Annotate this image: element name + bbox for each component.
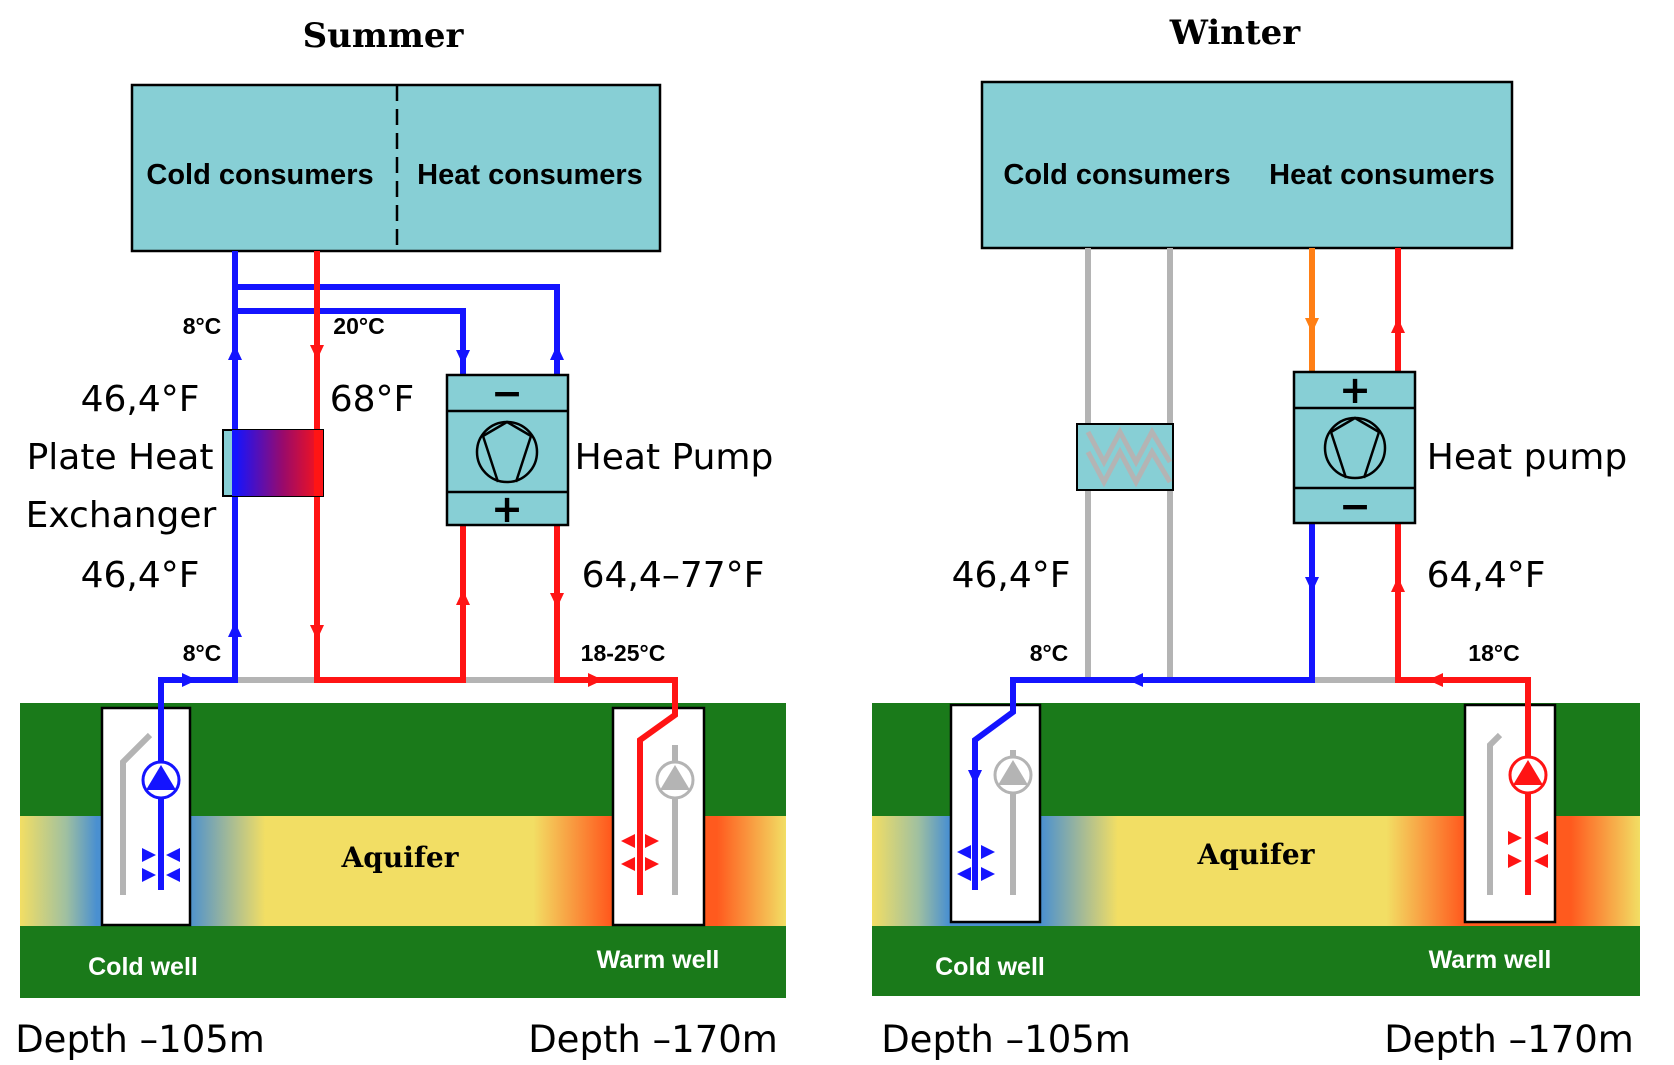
summer-temp-68f: 68°F: [330, 379, 415, 420]
summer-cold-pump-icon: [141, 760, 181, 800]
summer-ground-bottom: [20, 926, 786, 998]
summer-panel: Summer Cold consumers Heat consumers: [15, 16, 786, 1061]
winter-cold-pipes: [972, 523, 1315, 890]
winter-warm-well: [1463, 703, 1557, 924]
winter-heatpump-minus-icon: −: [1339, 484, 1371, 528]
winter-flow-arrows: [968, 318, 1443, 785]
winter-cold-well-label: Cold well: [935, 953, 1045, 981]
winter-warm-pump-icon: [1508, 755, 1548, 795]
summer-warm-well: [611, 706, 706, 927]
summer-heat-pump: − +: [445, 371, 570, 531]
winter-depth-cold: Depth –105m: [881, 1018, 1131, 1061]
summer-warm-well-outflow-icon: [621, 834, 659, 871]
winter-cold-consumers-label: Cold consumers: [1003, 159, 1230, 191]
summer-warm-well-label: Warm well: [597, 946, 720, 974]
summer-temp-20c: 20°C: [333, 313, 384, 339]
winter-heatpump-plus-icon: +: [1339, 368, 1371, 412]
summer-aquifer-label: Aquifer: [341, 841, 460, 874]
summer-temp-46f-top: 46,4°F: [81, 379, 200, 420]
winter-cold-pump-icon: [993, 755, 1033, 795]
summer-heat-pump-label: Heat Pump: [575, 437, 774, 478]
winter-compressor-icon: [1323, 416, 1387, 480]
winter-consumers-box: [980, 80, 1514, 250]
summer-cold-well-label: Cold well: [88, 953, 198, 981]
summer-depth-warm: Depth –170m: [528, 1018, 778, 1061]
winter-ground-bottom: [872, 926, 1640, 996]
summer-depth-cold: Depth –105m: [15, 1018, 265, 1061]
winter-heat-exchanger: [1076, 423, 1174, 491]
winter-warm-well-intake-icon: [1508, 831, 1548, 868]
winter-temp-64f: 64,4°F: [1427, 555, 1546, 596]
summer-temp-46f-bottom: 46,4°F: [81, 555, 200, 596]
summer-heat-consumers-label: Heat consumers: [417, 159, 643, 191]
summer-cold-consumers-label: Cold consumers: [146, 159, 373, 191]
winter-title: Winter: [1169, 13, 1302, 53]
summer-title: Summer: [303, 16, 465, 56]
winter-temp-46f: 46,4°F: [952, 555, 1071, 596]
winter-temp-18c: 18°C: [1468, 640, 1519, 666]
summer-plate-heat-exchanger: [222, 429, 324, 497]
summer-cold-well-intake-icon: [142, 848, 180, 882]
summer-temp-range-f: 64,4–77°F: [582, 555, 765, 596]
summer-phe-label-line1: Plate Heat: [27, 437, 214, 478]
winter-heat-pump-label: Heat pump: [1427, 437, 1627, 478]
winter-heat-consumers-label: Heat consumers: [1269, 159, 1495, 191]
winter-cold-well-outflow-icon: [957, 845, 995, 881]
summer-temp-8c-top: 8°C: [183, 313, 222, 339]
summer-heatpump-plus-icon: +: [491, 487, 523, 531]
summer-flow-arrows: [182, 345, 603, 687]
winter-heat-pump: + −: [1292, 368, 1417, 528]
winter-aquifer-label: Aquifer: [1197, 838, 1316, 871]
winter-depth-warm: Depth –170m: [1384, 1018, 1634, 1061]
summer-warm-pump-icon: [655, 760, 695, 800]
summer-heatpump-minus-icon: −: [491, 371, 523, 415]
summer-phe-label-line2: Exchanger: [26, 495, 217, 536]
winter-warm-well-label: Warm well: [1429, 946, 1552, 974]
summer-temp-8c-bottom: 8°C: [183, 640, 222, 666]
winter-panel: Winter Cold consumers Heat consumers: [872, 13, 1640, 1061]
winter-temp-8c: 8°C: [1030, 640, 1069, 666]
summer-temp-range-c: 18-25°C: [581, 640, 666, 666]
summer-compressor-icon: [475, 420, 539, 484]
summer-cold-well: [100, 706, 192, 927]
winter-cold-well: [949, 703, 1042, 924]
